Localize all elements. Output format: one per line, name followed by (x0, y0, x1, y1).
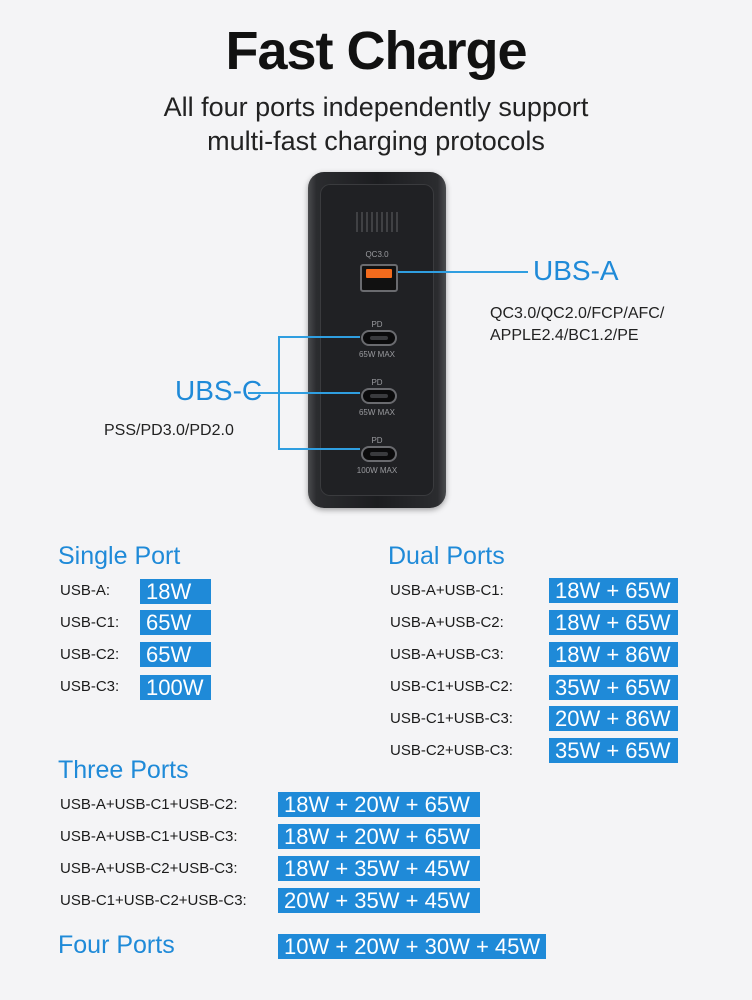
usb-a-port-icon (360, 264, 398, 292)
port-c3-label: PD (371, 436, 383, 445)
page-title: Fast Charge (225, 21, 527, 81)
single-port-value-3: 65W (140, 642, 211, 667)
usb-c2-port-icon (361, 388, 397, 404)
dual-ports-value-2: 18W + 65W (549, 610, 678, 635)
usbc-protocols: PSS/PD3.0/PD2.0 (104, 422, 234, 439)
dual-ports-value-6: 35W + 65W (549, 738, 678, 763)
usb-c1-port-tongue (370, 336, 388, 340)
usbc-bracket-bottom (278, 448, 360, 450)
dual-ports-label-5: USB-C1+USB-C3: (390, 710, 513, 727)
three-ports-label-1: USB-A+USB-C1+USB-C2: (60, 796, 238, 813)
dual-ports-value-4: 35W + 65W (549, 675, 678, 700)
three-ports-label-4: USB-C1+USB-C2+USB-C3: (60, 892, 247, 909)
single-port-value-4: 100W (140, 675, 211, 700)
single-port-label-4: USB-C3: (60, 678, 120, 695)
dual-ports-label-4: USB-C1+USB-C2: (390, 678, 513, 695)
single-port-label-1: USB-A: (60, 582, 111, 599)
usbc-connector-line (248, 392, 278, 394)
single-port-heading: Single Port (58, 542, 181, 570)
usb-c2-port-tongue (370, 394, 388, 398)
charger-image: QC3.0 PD 65W MAX PD 65W MAX PD 100W MAX (308, 172, 446, 508)
usb-c3-port-tongue (370, 452, 388, 456)
usba-protocols-line-2: APPLE2.4/BC1.2/PE (490, 327, 639, 344)
dual-ports-heading: Dual Ports (388, 542, 505, 570)
three-ports-label-3: USB-A+USB-C2+USB-C3: (60, 860, 238, 877)
four-ports-heading: Four Ports (58, 931, 175, 959)
charger-face: QC3.0 PD 65W MAX PD 65W MAX PD 100W MAX (320, 184, 434, 496)
dual-ports-label-1: USB-A+USB-C1: (390, 582, 504, 599)
subtitle-line-2: multi-fast charging protocols (207, 126, 545, 156)
usbc-bracket-top (278, 336, 360, 338)
three-ports-value-1: 18W + 20W + 65W (278, 792, 480, 817)
usbc-callout-title: UBS-C (175, 375, 263, 406)
port-c2-label: PD (371, 378, 383, 387)
usba-protocols-line-1: QC3.0/QC2.0/FCP/AFC/ (490, 305, 665, 322)
single-port-value-1: 18W (140, 579, 211, 604)
port-c3-max: 100W MAX (356, 466, 398, 475)
four-ports-value: 10W + 20W + 30W + 45W (278, 934, 546, 959)
single-port-value-2: 65W (140, 610, 211, 635)
single-port-label-2: USB-C1: (60, 614, 120, 631)
port-c1-max: 65W MAX (358, 350, 395, 359)
port-c2-max: 65W MAX (358, 408, 395, 417)
dual-ports-value-1: 18W + 65W (549, 578, 678, 603)
usb-c3-port-icon (361, 446, 397, 462)
usbc-bracket-middle (278, 392, 360, 394)
qc-label: QC3.0 (365, 250, 389, 259)
three-ports-value-2: 18W + 20W + 65W (278, 824, 480, 849)
dual-ports-label-3: USB-A+USB-C3: (390, 646, 504, 663)
three-ports-value-3: 18W + 35W + 45W (278, 856, 480, 881)
subtitle-line-1: All four ports independently support (163, 92, 589, 122)
dual-ports-value-3: 18W + 86W (549, 642, 678, 667)
three-ports-heading: Three Ports (58, 756, 189, 784)
usb-a-port-tongue (366, 269, 392, 278)
usb-c1-port-icon (361, 330, 397, 346)
dual-ports-label-2: USB-A+USB-C2: (390, 614, 504, 631)
usba-connector-line (398, 271, 528, 273)
three-ports-label-2: USB-A+USB-C1+USB-C3: (60, 828, 238, 845)
dual-ports-value-5: 20W + 86W (549, 706, 678, 731)
port-c1-label: PD (371, 320, 383, 329)
three-ports-value-4: 20W + 35W + 45W (278, 888, 480, 913)
single-port-label-3: USB-C2: (60, 646, 120, 663)
charger-vent (356, 212, 400, 232)
usba-callout-title: UBS-A (533, 255, 619, 286)
dual-ports-label-6: USB-C2+USB-C3: (390, 742, 513, 759)
